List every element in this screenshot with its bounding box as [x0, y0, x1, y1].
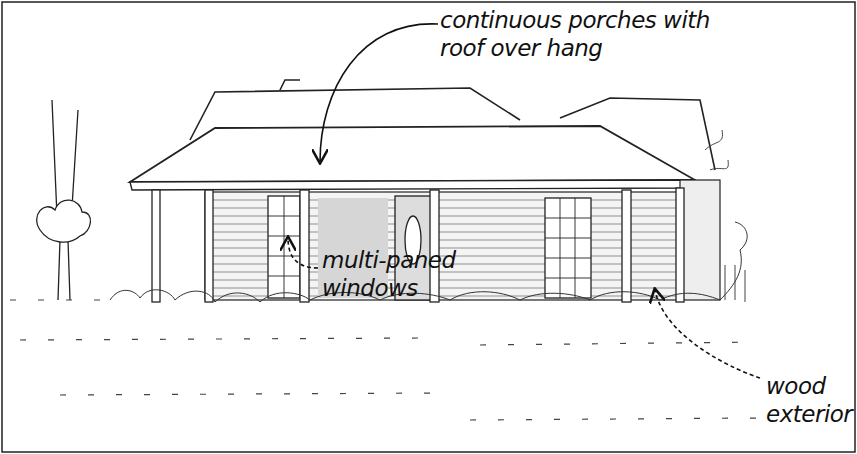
tree [37, 100, 91, 300]
callout-label: wood exterior [766, 372, 854, 428]
wood-siding [205, 180, 720, 300]
callout-label: multi-paned windows [322, 246, 467, 302]
shrubs [110, 222, 747, 302]
porch-columns [152, 188, 684, 302]
leader-lines [288, 24, 760, 378]
callout-label: continuous porches with roof over hang [440, 6, 740, 62]
porch-roof [130, 126, 695, 182]
ground-lines [10, 300, 760, 420]
side-foliage [705, 130, 745, 302]
roof-fascia [130, 180, 695, 190]
